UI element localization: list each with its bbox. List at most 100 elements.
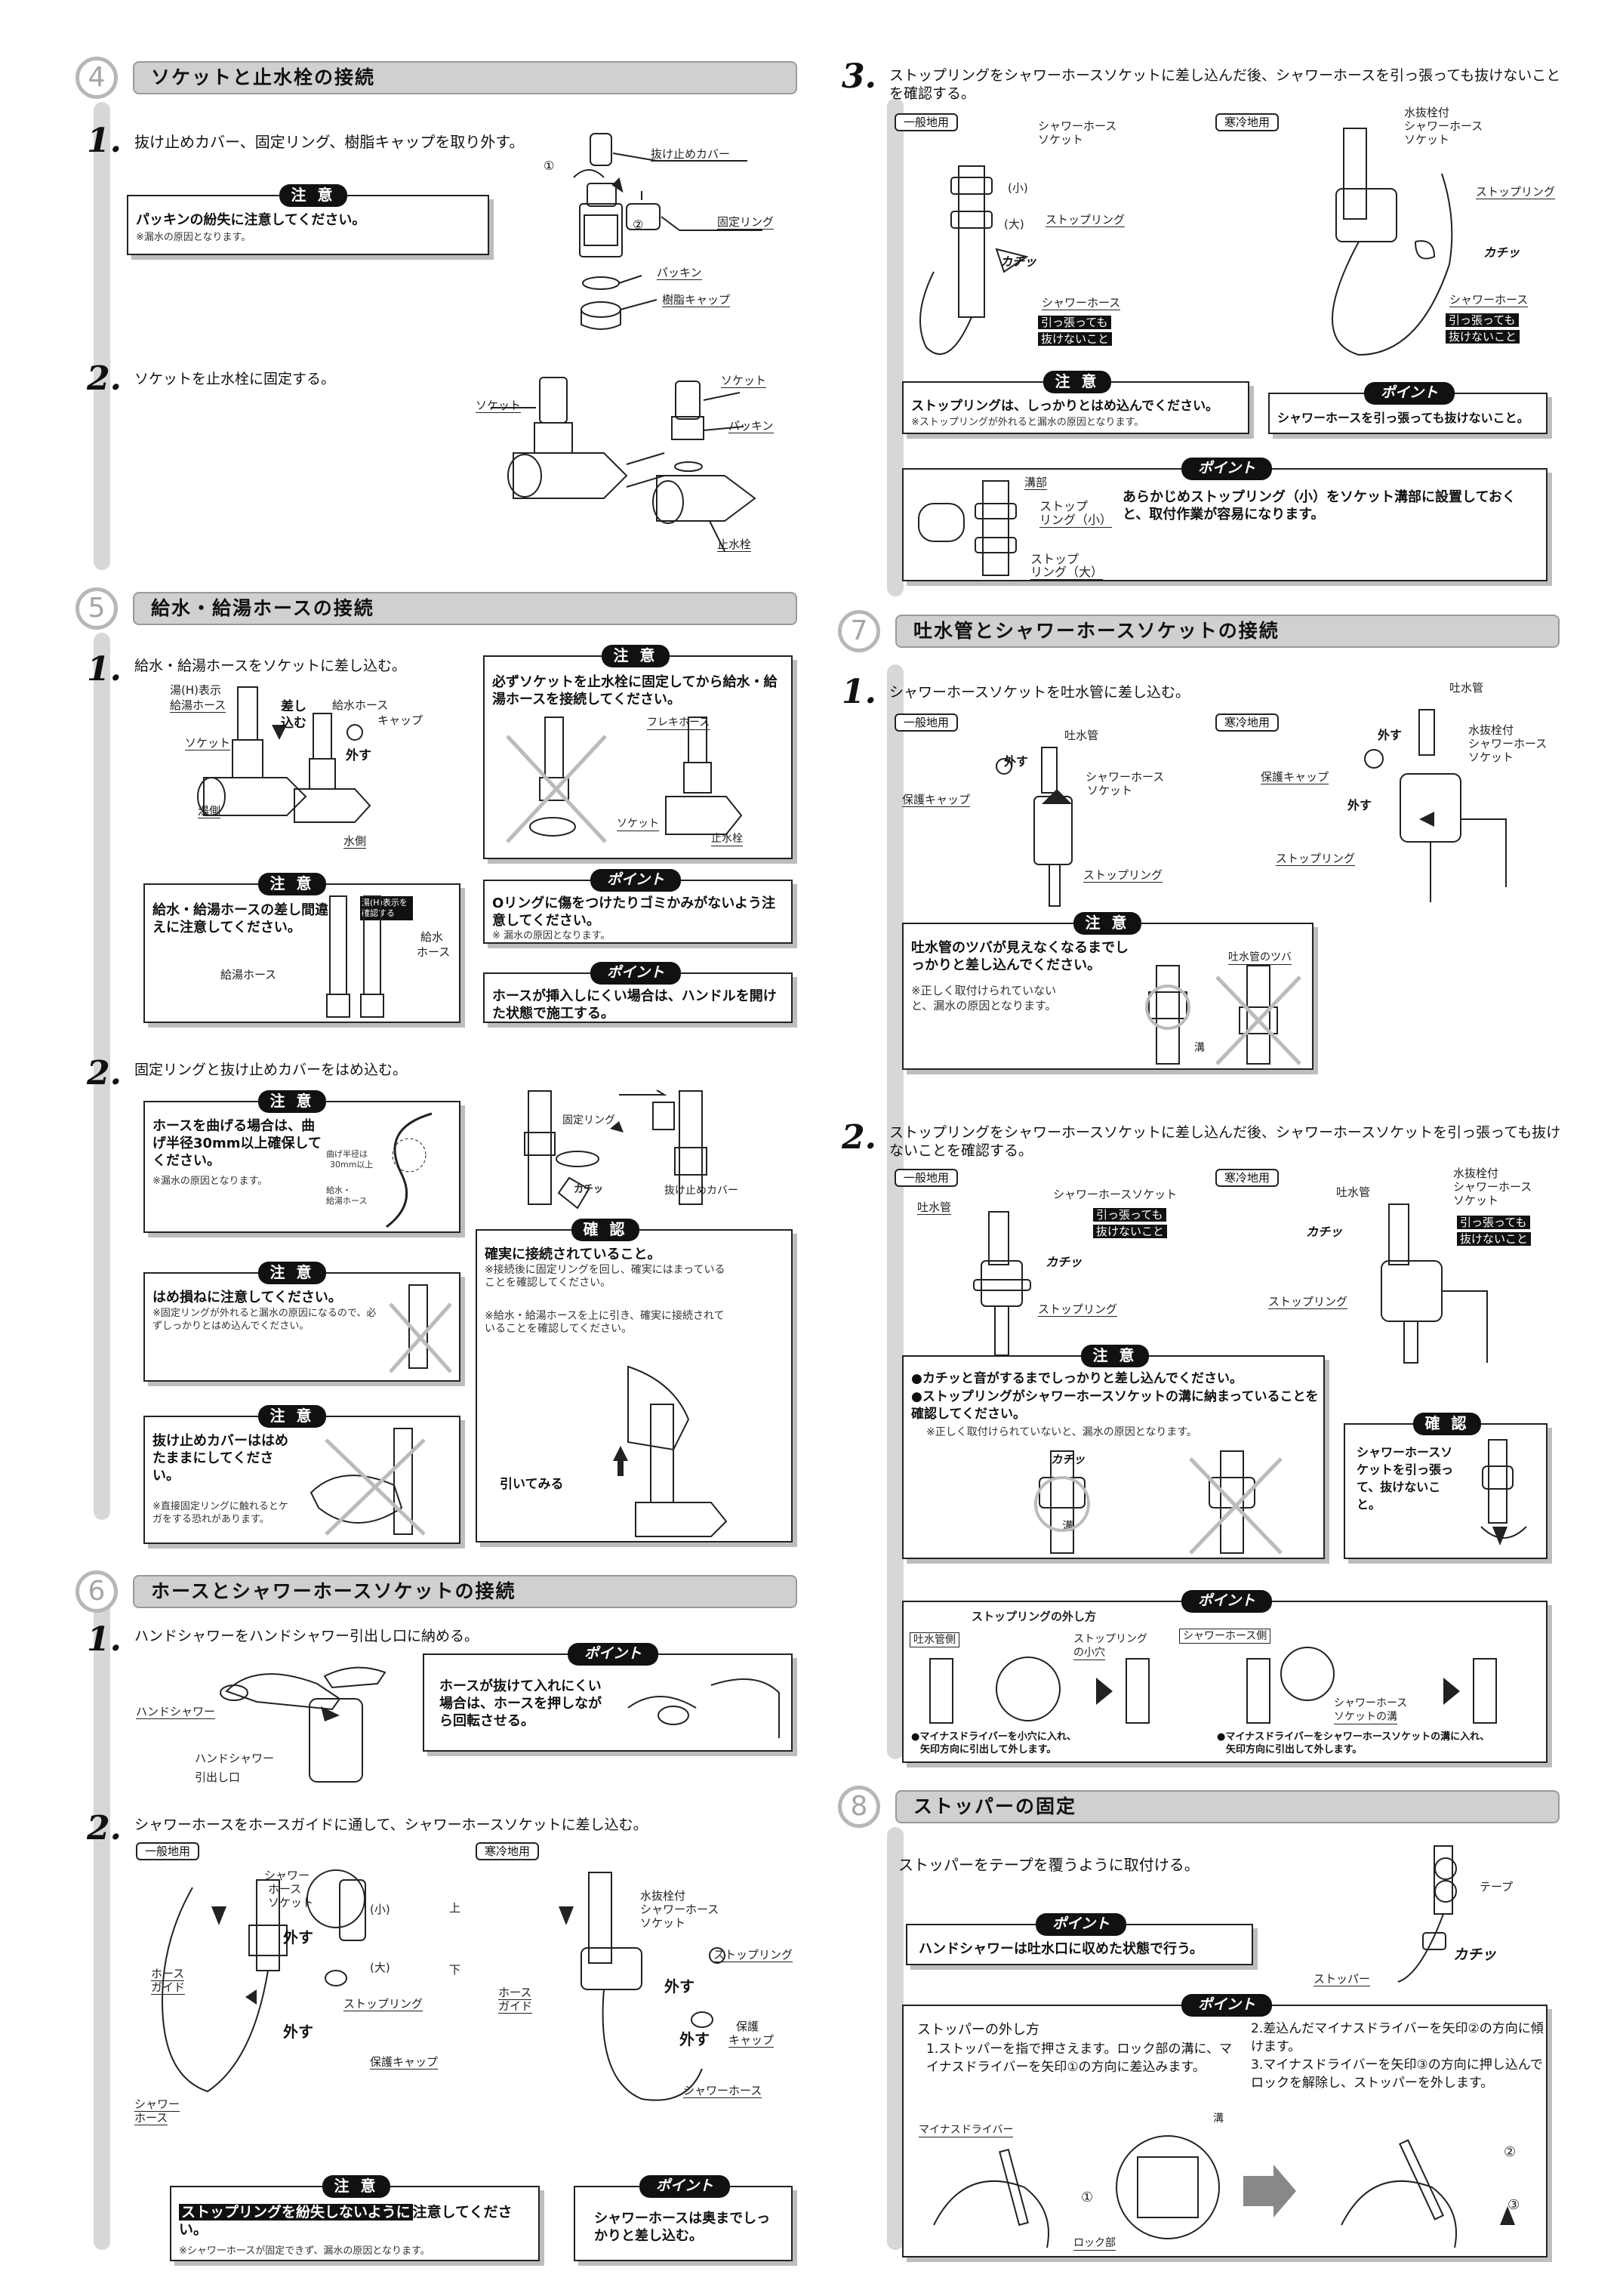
label-insert: 差し (281, 699, 306, 714)
label-small-hole: の小穴 (1073, 1647, 1105, 1660)
wrong-fit-illustration (389, 1284, 452, 1373)
hose-socket-illustration (197, 686, 371, 823)
region-general-label: 一般地用 (895, 713, 959, 732)
step-text: 抜け止めカバー、固定リング、樹脂キャップを取り外す。 (134, 133, 525, 151)
label-groove: 溝部 (1024, 476, 1048, 490)
label-socket: ソケット (476, 399, 522, 413)
bend-illustration (386, 1112, 433, 1228)
point-box: ポイント シャワーホースを引っ張っても抜けないこと。 (1268, 382, 1548, 434)
label-pull: 引っ張っても (1446, 313, 1519, 327)
stopring-removal-illustration (929, 1647, 1497, 1724)
label-socket: ソケット (185, 736, 231, 750)
caution-note: ※正しく取付けられていないと、漏水の原因となります。 (911, 984, 1057, 1012)
caution-box: 注 意 ストップリングは、しっかりとはめ込んでください。 ※ストップリングが外れ… (902, 371, 1249, 434)
step-number: 2. (87, 1809, 122, 1848)
caution-tag: 注 意 (322, 2175, 390, 2198)
left-margin-bar (94, 633, 110, 1520)
region-cold-label: 寒冷地用 (1215, 113, 1280, 131)
arrow-2: ② (1504, 2144, 1517, 2160)
label-socket: シャワーホース (640, 1903, 719, 1916)
point-box: ポイント Oリングに傷をつけたりゴミかみがないよう注意してください。 ※ 漏水の… (483, 869, 793, 944)
label-stopring: ストップリング (713, 1948, 793, 1962)
point-step: 3.マイナスドライバーを矢印③の方向に押し込んでロックを解除し、ストッパーを外し… (1251, 2057, 1543, 2091)
step-text: ハンドシャワーをハンドシャワー引出し口に納める。 (134, 1628, 479, 1644)
label-hose-guide: ホース (498, 1986, 532, 2000)
label-cap: 保護キャップ (1261, 770, 1329, 784)
hand-cover-illustration (310, 1428, 426, 1536)
marker-1: ① (544, 159, 554, 173)
point-tag: ポイント (590, 869, 681, 892)
label-hot-mark: 湯(H)表示 (170, 683, 221, 697)
step-text: ストップリングをシャワーホースソケットに差し込んだ後、シャワーホースを引っ張って… (889, 67, 1561, 102)
label-hot-hose: 給湯ホース (170, 698, 226, 713)
stopring-spout-cold-illustration (1381, 1203, 1488, 1364)
label-pull: 引っ張っても (1038, 316, 1111, 329)
confirm-tag: 確 認 (571, 1219, 639, 1241)
label-pull: 引いてみる (500, 1477, 564, 1492)
point-text: シャワーホースは奥までしっかりと差し込む。 (594, 2211, 771, 2244)
label-bottom: 下 (449, 1963, 461, 1977)
point-note: ●マイナスドライバーをシャワーホースソケットの溝に入れ、 (1217, 1731, 1490, 1743)
caution-bullet: ●ストップリングがシャワーホースソケットの溝に納まっていることを確認してください… (911, 1389, 1319, 1422)
point-text: ハンドシャワーは吐水口に収めた状態で行う。 (919, 1941, 1203, 1957)
confirm-text: 確実に接続されていること。 (485, 1247, 661, 1262)
label-socket: ソケット (1087, 784, 1133, 797)
step-text: ストップリングをシャワーホースソケットに差し込んだ後、シャワーホースソケットを引… (889, 1124, 1561, 1159)
pre-install-illustration (918, 480, 1017, 576)
point-tag: ポイント (1181, 1590, 1272, 1613)
label-click: カチッ (1453, 1946, 1497, 1963)
label-flange: 吐水管のツバ (1228, 951, 1292, 965)
region-general-label: 一般地用 (136, 1842, 200, 1860)
label-socket: ソケット (721, 374, 767, 388)
caution-text: 必ずソケットを止水栓に固定してから給水・給湯ホースを接続してください。 (492, 674, 778, 707)
label-small: (小) (370, 1903, 390, 1916)
label-cover: 抜け止めカバー (651, 147, 731, 162)
caution-text: はめ損ねに注意してください。 (152, 1290, 342, 1305)
step-text: ソケットを止水栓に固定する。 (134, 371, 336, 387)
section-5-header: 5 給水・給湯ホースの接続 (75, 587, 797, 630)
label-click: カチッ (1046, 1255, 1083, 1269)
step-text: シャワーホースソケットを吐水管に差し込む。 (889, 684, 1190, 701)
point-box: ポイント ストッパーの外し方 1.ストッパーを指で押さえます。ロック部の溝に、マ… (902, 1994, 1548, 2257)
point-tag: ポイント (590, 962, 681, 985)
step-text: 給水・給湯ホースをソケットに差し込む。 (134, 658, 407, 674)
caution-bullet: ●カチッと音がするまでしっかりと差し込んでください。 (911, 1371, 1243, 1386)
confirm-tag: 確 認 (1413, 1413, 1481, 1435)
step-text: 固定リングと抜け止めカバーをはめ込む。 (134, 1062, 408, 1078)
point-box: ポイント シャワーホースは奥までしっかりと差し込む。 (574, 2175, 793, 2261)
caution-note: ※漏水の原因となります。 (152, 1176, 268, 1187)
label-socket: シャワーホース (1038, 119, 1117, 133)
hoses-illustration (326, 895, 384, 1018)
label-valve: 止水栓 (717, 538, 752, 552)
label-remove: 外す (1004, 754, 1029, 769)
confirm-box: 確 認 確実に接続されていること。 ※接続後に固定リングを回し、確実にはまってい… (476, 1219, 793, 1542)
label-bend: 30mm以上 (330, 1160, 374, 1170)
stopring-spout-general-illustration (973, 1211, 1031, 1356)
label-pull: 引っ張っても (1093, 1208, 1166, 1222)
label-pull: 抜けないこと (1457, 1232, 1532, 1246)
caution-text: パッキンの紛失に注意してください。 (136, 212, 366, 228)
caution-box: 注 意 ホースを曲げる場合は、曲げ半径30mm以上確保してください。 ※漏水の原… (143, 1090, 460, 1233)
label-fixing-ring: 固定リング (717, 215, 775, 230)
label-spout: 吐水管 (1336, 1185, 1371, 1199)
label-remove: 外す (1347, 798, 1372, 812)
point-note: ●マイナスドライバーを小穴に入れ、 (911, 1731, 1076, 1743)
label-socket: ソケット (617, 818, 659, 831)
confirm-box: 確 認 シャワーホースソケットを引っ張って、抜けないこと。 (1344, 1413, 1548, 1559)
point-box: ポイント ホースが挿入しにくい場合は、ハンドルを開けた状態で施工する。 (483, 962, 793, 1023)
caution-tag: 注 意 (258, 873, 326, 895)
section-6-header: 6 ホースとシャワーホースソケットの接続 (75, 1570, 797, 1613)
point-tag: ポイント (1364, 382, 1455, 405)
label-remove: 外す (679, 2030, 710, 2048)
point-box: ポイント ハンドシャワーは吐水口に収めた状態で行う。 (906, 1913, 1253, 1965)
section-8-header: 8 ストッパーの固定 (838, 1786, 1560, 1828)
label-socket: シャワーホース (1086, 770, 1165, 784)
point-tag: ポイント (1181, 1994, 1272, 2017)
label-stopring-small: ストップ (1039, 499, 1089, 513)
point-text: ホースが抜けて入れにくい場合は、ホースを押しながら回転させる。 (439, 1678, 602, 1729)
label-click: カチッ (574, 1184, 604, 1195)
step-number: 2. (87, 1054, 122, 1093)
section-number: 5 (75, 587, 118, 630)
label-small: (小) (1008, 181, 1028, 195)
point-tag: ポイント (1036, 1913, 1126, 1936)
